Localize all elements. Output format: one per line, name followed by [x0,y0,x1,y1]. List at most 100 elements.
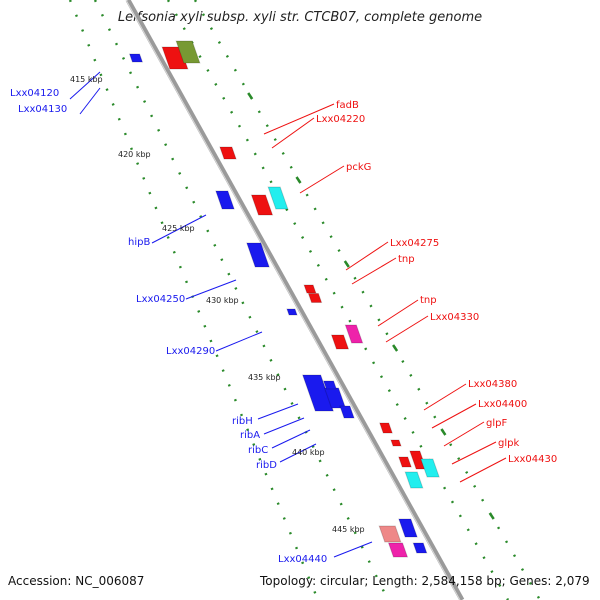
label-forward: Lxx04380 [468,379,517,390]
gene-block-forward [390,440,402,446]
gene-edge [322,380,338,390]
label-forward: glpk [498,438,519,449]
gene-block-forward [398,457,412,467]
kbp-tick-label: 425 kbp [162,224,195,233]
leader-forward [423,383,467,411]
gene-edge [387,542,409,558]
gene-edge [390,439,402,447]
leader-forward [345,241,389,271]
label-reverse: ribA [240,430,260,441]
label-reverse: ribD [256,460,277,471]
leader-forward [385,315,429,343]
gene-edge [267,186,289,210]
gene-edge [330,334,350,350]
gene-edge [307,293,323,303]
leader-reverse [271,429,311,449]
leader-forward [263,103,335,135]
label-reverse: hipB [128,237,150,248]
leader-forward [451,441,497,465]
gene-block-forward [405,472,423,488]
leader-reverse [279,443,317,463]
leader-reverse [263,417,305,435]
gene-labels: Lxx04120Lxx04130hipBLxx04250Lxx04290ribH… [10,88,557,565]
backbone-line [125,0,465,600]
kbp-tick-label: 440 kbp [292,448,325,457]
gene-edge [398,456,412,468]
leader-reverse [185,279,237,300]
track-reverse-outer [68,0,320,600]
leader-reverse [79,87,101,115]
gene-edge [398,518,418,538]
gene-block-forward [331,335,349,349]
gene-edge [301,374,335,412]
label-reverse: Lxx04440 [278,554,327,565]
label-reverse: Lxx04130 [18,104,67,115]
gene-block-forward [308,293,322,303]
gene-edge [250,194,274,216]
label-reverse: ribC [248,445,268,456]
leader-reverse [333,541,373,558]
gene-block-forward [420,459,440,477]
gene-block-reverse [286,309,298,315]
gene-block-reverse [215,191,235,209]
leader-forward [443,421,485,447]
label-reverse: ribH [232,416,253,427]
label-forward: Lxx04220 [316,114,365,125]
label-leader-lines [69,71,507,558]
label-forward: tnp [420,295,437,306]
label-forward: fadB [336,100,359,111]
gene-edge [339,405,355,419]
gene-block-forward [379,423,393,433]
gene-block-reverse [398,519,418,537]
leader-forward [431,403,477,429]
gene-block-forward [379,526,401,542]
page-title: Leifsonia xyli subsp. xyli str. CTCB07, … [117,10,483,25]
kbp-tick-label: 445 kbp [332,525,365,534]
gene-block-forward [268,187,288,209]
label-forward: Lxx04275 [390,238,439,249]
track-lines [68,0,542,600]
leader-forward [351,257,397,285]
track-tick [343,260,350,268]
gene-edge [286,308,298,316]
leader-reverse [215,331,263,352]
label-reverse: Lxx04120 [10,88,59,99]
gene-block-reverse [129,54,143,62]
leader-forward [299,165,345,194]
track-tick [488,512,495,520]
gene-block-forward [388,543,408,557]
gene-edge [420,458,440,478]
gene-edge [378,525,402,543]
gene-block-reverse [324,388,346,408]
label-forward: glpF [486,418,507,429]
gene-block-forward [345,325,363,343]
kbp-tick-label: 420 kbp [118,150,151,159]
gene-edge [404,471,424,489]
leader-forward [271,117,315,149]
gene-edge [412,542,428,554]
gene-block-forward [219,147,237,159]
gene-edge [175,40,201,64]
gene-edge [344,324,364,344]
label-forward: Lxx04400 [478,399,527,410]
label-forward: Lxx04430 [508,454,557,465]
leader-reverse [69,71,101,100]
gene-edge [379,422,393,434]
gene-block-forward [409,451,427,469]
label-forward: Lxx04330 [430,312,479,323]
gene-edge [215,190,235,210]
gene-edge [219,146,237,160]
kbp-tick-label: 435 kbp [248,373,281,382]
gene-block-forward [251,195,273,215]
kbp-tick-label: 430 kbp [206,296,239,305]
genome-backbone [125,0,465,600]
backbone-highlight [125,0,461,600]
track-tick [295,176,302,184]
gene-edge [161,46,189,70]
gene-block-reverse [302,375,334,411]
label-forward: tnp [398,254,415,265]
gene-block-reverse [339,406,355,418]
gene-block-reverse [413,543,427,553]
